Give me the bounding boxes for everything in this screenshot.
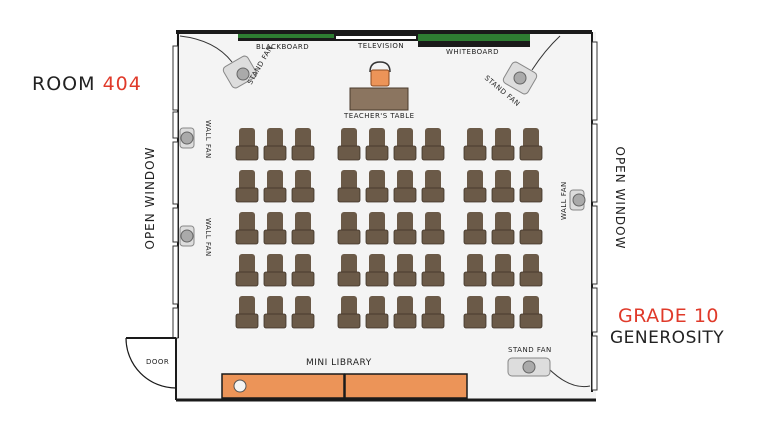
door: [125, 337, 177, 400]
student-chair: [263, 128, 287, 161]
student-chair: [463, 212, 487, 245]
whiteboard: [418, 34, 530, 47]
student-chair: [235, 296, 259, 329]
stand-fan-bottom-right: [507, 357, 591, 388]
wall-fan-left-1: [179, 127, 195, 149]
student-chair: [291, 254, 315, 287]
student-chair: [337, 128, 361, 161]
student-chair: [463, 128, 487, 161]
door-label: DOOR: [146, 358, 170, 366]
student-chair: [337, 296, 361, 329]
stand-fan-label-bottom-right: STAND FAN: [508, 346, 552, 354]
student-chair: [263, 212, 287, 245]
section-label: GENEROSITY: [610, 328, 725, 348]
room-label: ROOM 404: [32, 73, 142, 95]
room-number: 404: [102, 73, 142, 95]
stand-fan-top-left: [179, 35, 258, 89]
student-chairs: [235, 128, 543, 329]
student-chair: [291, 128, 315, 161]
student-chair: [519, 212, 543, 245]
student-chair: [291, 212, 315, 245]
student-chair: [365, 296, 389, 329]
left-windows: [172, 45, 179, 339]
student-chair: [393, 170, 417, 203]
library-globe-icon: [233, 379, 247, 393]
open-window-label-right: OPEN WINDOW: [613, 146, 627, 250]
student-chair: [263, 254, 287, 287]
student-chair: [365, 254, 389, 287]
student-chair: [337, 254, 361, 287]
grade-label: GRADE 10: [618, 305, 720, 327]
student-chair: [491, 128, 515, 161]
student-chair: [491, 170, 515, 203]
student-chair: [365, 212, 389, 245]
student-chair: [263, 170, 287, 203]
wall-fan-left-2: [179, 225, 195, 247]
teachers-table-label: TEACHER'S TABLE: [344, 112, 415, 120]
student-chair: [519, 296, 543, 329]
student-chair: [421, 254, 445, 287]
mini-library-label: MINI LIBRARY: [306, 358, 372, 368]
student-chair: [235, 128, 259, 161]
wall-fan-right: [569, 189, 586, 211]
student-chair: [463, 254, 487, 287]
right-windows: [591, 41, 598, 391]
student-chair: [519, 128, 543, 161]
student-chair: [421, 170, 445, 203]
blackboard-label: BLACKBOARD: [256, 43, 310, 51]
blackboard: [238, 34, 334, 41]
student-chair: [393, 128, 417, 161]
student-chair: [263, 296, 287, 329]
teachers-table: [349, 61, 409, 111]
wall-fan-label-left-2: WALL FAN: [204, 218, 212, 257]
whiteboard-label: WHITEBOARD: [446, 48, 500, 56]
student-chair: [463, 296, 487, 329]
student-chair: [235, 212, 259, 245]
student-chair: [291, 170, 315, 203]
student-chair: [519, 254, 543, 287]
student-chair: [235, 170, 259, 203]
student-chair: [491, 212, 515, 245]
wall-fan-label-right: WALL FAN: [560, 181, 568, 220]
wall-fan-label-left-1: WALL FAN: [204, 120, 212, 159]
student-chair: [337, 212, 361, 245]
open-window-label-left: OPEN WINDOW: [143, 146, 157, 250]
student-chair: [365, 170, 389, 203]
student-chair: [291, 296, 315, 329]
student-chair: [491, 254, 515, 287]
room-label-text: ROOM: [32, 73, 96, 95]
student-chair: [393, 296, 417, 329]
student-chair: [519, 170, 543, 203]
student-chair: [463, 170, 487, 203]
television-label: TELEVISION: [358, 42, 405, 50]
student-chair: [393, 254, 417, 287]
student-chair: [235, 254, 259, 287]
student-chair: [491, 296, 515, 329]
student-chair: [421, 296, 445, 329]
student-chair: [421, 212, 445, 245]
student-chair: [393, 212, 417, 245]
stand-fan-top-right: [502, 35, 561, 95]
mini-library: [221, 373, 468, 399]
television: [334, 34, 418, 41]
student-chair: [337, 170, 361, 203]
student-chair: [365, 128, 389, 161]
student-chair: [421, 128, 445, 161]
